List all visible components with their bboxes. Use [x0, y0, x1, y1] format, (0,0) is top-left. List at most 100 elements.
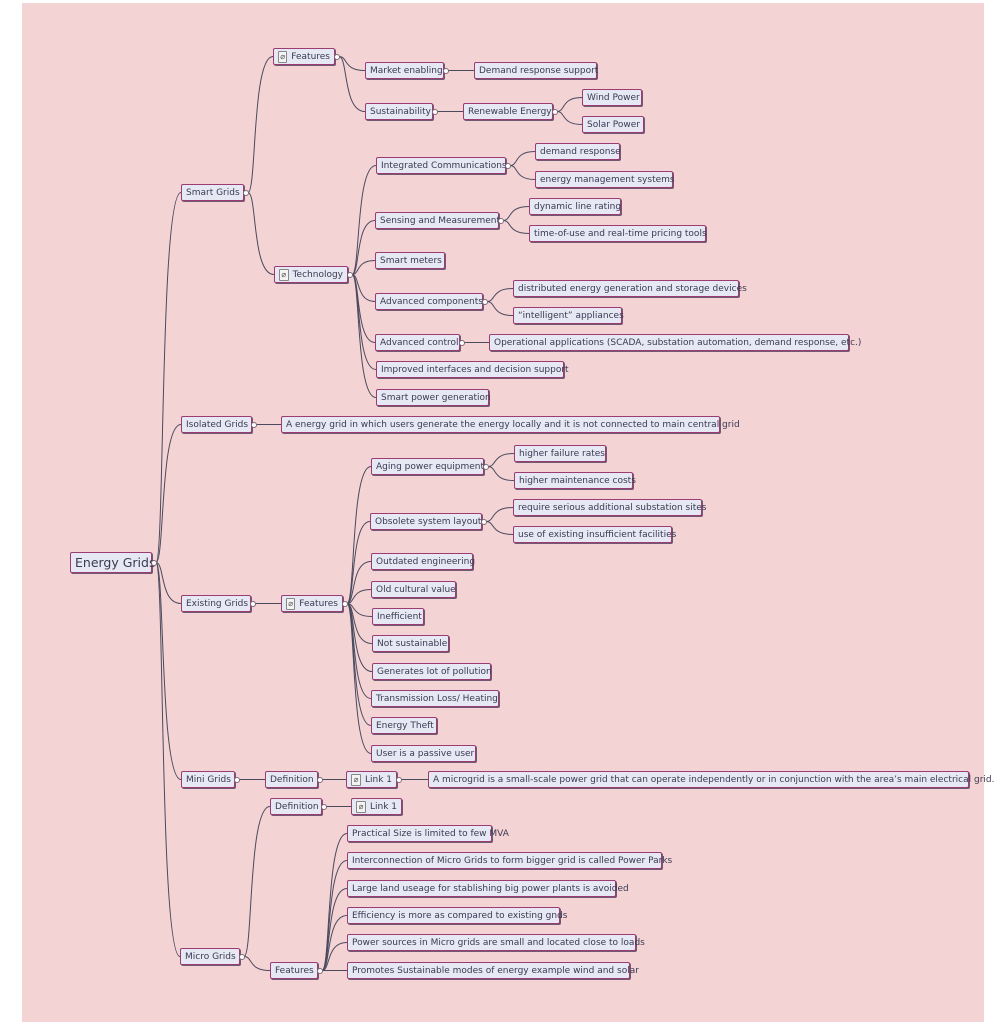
node-energy-theft[interactable]: Energy Theft — [371, 717, 437, 734]
node-smart-grids[interactable]: Smart Grids — [181, 184, 244, 201]
node-solar-power[interactable]: Solar Power — [582, 116, 644, 133]
node-advanced-control[interactable]: Advanced control — [375, 334, 460, 351]
collapse-toggle[interactable] — [321, 803, 327, 810]
node-sustainable-modes[interactable]: Promotes Sustainable modes of energy exa… — [347, 962, 639, 979]
node-label: Market enabling — [370, 65, 443, 76]
node-land-useage[interactable]: Large land useage for stablishing big po… — [347, 880, 629, 897]
node-label: Definition — [270, 774, 314, 785]
connector-line — [556, 111, 583, 125]
node-transmission-loss[interactable]: Transmission Loss/ Heating — [371, 690, 499, 707]
node-old-cultural-value[interactable]: Old cultural value — [371, 581, 456, 598]
node-smart-features[interactable]: ⌀Features — [273, 48, 335, 65]
node-demand-response[interactable]: demand response — [535, 143, 621, 160]
node-integrated-communications[interactable]: Integrated Communications — [376, 157, 507, 174]
collapse-toggle[interactable] — [482, 298, 488, 305]
node-smart-meters[interactable]: Smart meters — [375, 252, 445, 269]
connector-line — [321, 942, 348, 971]
node-energy-management-systems[interactable]: energy management systems — [535, 171, 675, 188]
collapse-toggle[interactable] — [481, 518, 487, 525]
node-improved-interfaces[interactable]: Improved interfaces and decision support — [376, 361, 569, 378]
node-time-of-use[interactable]: time-of-use and real-time pricing tools — [529, 225, 707, 242]
node-label: Smart meters — [380, 255, 442, 266]
collapse-toggle[interactable] — [334, 53, 340, 60]
node-distributed-generation[interactable]: distributed energy generation and storag… — [513, 280, 747, 297]
node-smart-power-generation[interactable]: Smart power generation — [376, 389, 491, 406]
collapse-toggle[interactable] — [251, 421, 257, 428]
node-outdated-engineering[interactable]: Outdated engineering — [371, 553, 475, 570]
node-market-enabling[interactable]: Market enabling — [365, 62, 444, 79]
collapse-toggle[interactable] — [483, 463, 489, 470]
collapse-toggle[interactable] — [505, 162, 511, 169]
collapse-toggle[interactable] — [552, 108, 558, 115]
node-mini-definition[interactable]: Definition — [265, 771, 318, 788]
node-obsolete-system-layout[interactable]: Obsolete system layout — [370, 513, 482, 530]
node-mini-grids[interactable]: Mini Grids — [181, 771, 235, 788]
node-power-parks[interactable]: Interconnection of Micro Grids to form b… — [347, 852, 672, 869]
connector-line — [346, 603, 372, 754]
node-existing-features[interactable]: ⌀Features — [281, 595, 343, 612]
node-isolated-definition[interactable]: A energy grid in which users generate th… — [281, 416, 740, 433]
node-demand-response-support[interactable]: Demand response support — [474, 62, 598, 79]
collapse-toggle[interactable] — [243, 189, 249, 196]
node-existing-grids[interactable]: Existing Grids — [181, 595, 251, 612]
node-label: A microgrid is a small-scale power grid … — [433, 774, 995, 785]
collapse-toggle[interactable] — [151, 559, 157, 566]
node-micro-definition[interactable]: Definition — [270, 798, 322, 815]
node-technology[interactable]: ⌀Technology — [274, 266, 348, 283]
node-not-sustainable[interactable]: Not sustainable — [372, 635, 449, 652]
node-intelligent-appliances[interactable]: “intelligent” appliances — [513, 307, 624, 324]
node-higher-failure-rates[interactable]: higher failure rates — [514, 445, 606, 462]
node-renewable-energy[interactable]: Renewable Energy — [463, 103, 553, 120]
collapse-toggle[interactable] — [234, 776, 240, 783]
node-operational-applications[interactable]: Operational applications (SCADA, substat… — [489, 334, 861, 351]
node-sustainability[interactable]: Sustainability — [365, 103, 433, 120]
collapse-toggle[interactable] — [317, 967, 323, 974]
collapse-toggle[interactable] — [498, 217, 504, 224]
node-label: Power sources in Micro grids are small a… — [352, 937, 645, 948]
node-micro-features[interactable]: Features — [270, 962, 318, 979]
node-label: Practical Size is limited to few MVA — [352, 828, 509, 839]
node-power-sources[interactable]: Power sources in Micro grids are small a… — [347, 934, 645, 951]
collapse-toggle[interactable] — [396, 776, 402, 783]
node-label: Advanced components — [380, 296, 483, 307]
collapse-toggle[interactable] — [459, 339, 465, 346]
collapse-toggle[interactable] — [250, 600, 256, 607]
collapse-toggle[interactable] — [342, 600, 348, 607]
node-dynamic-line-rating[interactable]: dynamic line rating — [529, 198, 621, 215]
collapse-toggle[interactable] — [432, 108, 438, 115]
node-label: Sustainability — [370, 106, 431, 117]
collapse-toggle[interactable] — [317, 776, 323, 783]
node-label: Features — [291, 51, 330, 62]
node-mini-link[interactable]: ⌀Link 1 — [346, 771, 397, 788]
node-micro-link[interactable]: ⌀Link 1 — [351, 798, 402, 815]
connector-line — [155, 562, 182, 780]
node-sensing-measurement[interactable]: Sensing and Measurement — [375, 212, 500, 229]
node-label: Features — [275, 965, 314, 976]
node-isolated-grids[interactable]: Isolated Grids — [181, 416, 252, 433]
node-mini-text[interactable]: A microgrid is a small-scale power grid … — [428, 771, 994, 788]
node-label: Wind Power — [587, 92, 640, 103]
collapse-toggle[interactable] — [347, 271, 353, 278]
node-label: Transmission Loss/ Heating — [376, 693, 498, 704]
node-passive-user[interactable]: User is a passive user — [371, 745, 476, 762]
node-label: energy management systems — [540, 174, 675, 185]
connector-line — [247, 56, 274, 193]
collapse-toggle[interactable] — [239, 953, 245, 960]
collapse-toggle[interactable] — [443, 67, 449, 74]
node-efficiency[interactable]: Efficiency is more as compared to existi… — [347, 907, 567, 924]
node-pollution[interactable]: Generates lot of pollution — [372, 663, 492, 680]
node-wind-power[interactable]: Wind Power — [582, 89, 642, 106]
connector-line — [509, 151, 536, 166]
connector-line — [321, 833, 348, 971]
node-existing-facilities[interactable]: use of existing insufficient facilities — [513, 526, 676, 543]
node-aging-power-equipment[interactable]: Aging power equipment — [371, 458, 484, 475]
node-higher-maintenance-costs[interactable]: higher maintenance costs — [514, 472, 636, 489]
node-require-substation-sites[interactable]: require serious additional substation si… — [513, 499, 707, 516]
connector-line — [351, 260, 376, 275]
node-micro-grids[interactable]: Micro Grids — [180, 948, 240, 965]
node-advanced-components[interactable]: Advanced components — [375, 293, 483, 310]
node-label: time-of-use and real-time pricing tools — [534, 228, 707, 239]
node-inefficient[interactable]: Inefficient — [372, 608, 424, 625]
node-energy-grids[interactable]: Energy Grids — [70, 552, 155, 573]
node-practical-size[interactable]: Practical Size is limited to few MVA — [347, 825, 509, 842]
